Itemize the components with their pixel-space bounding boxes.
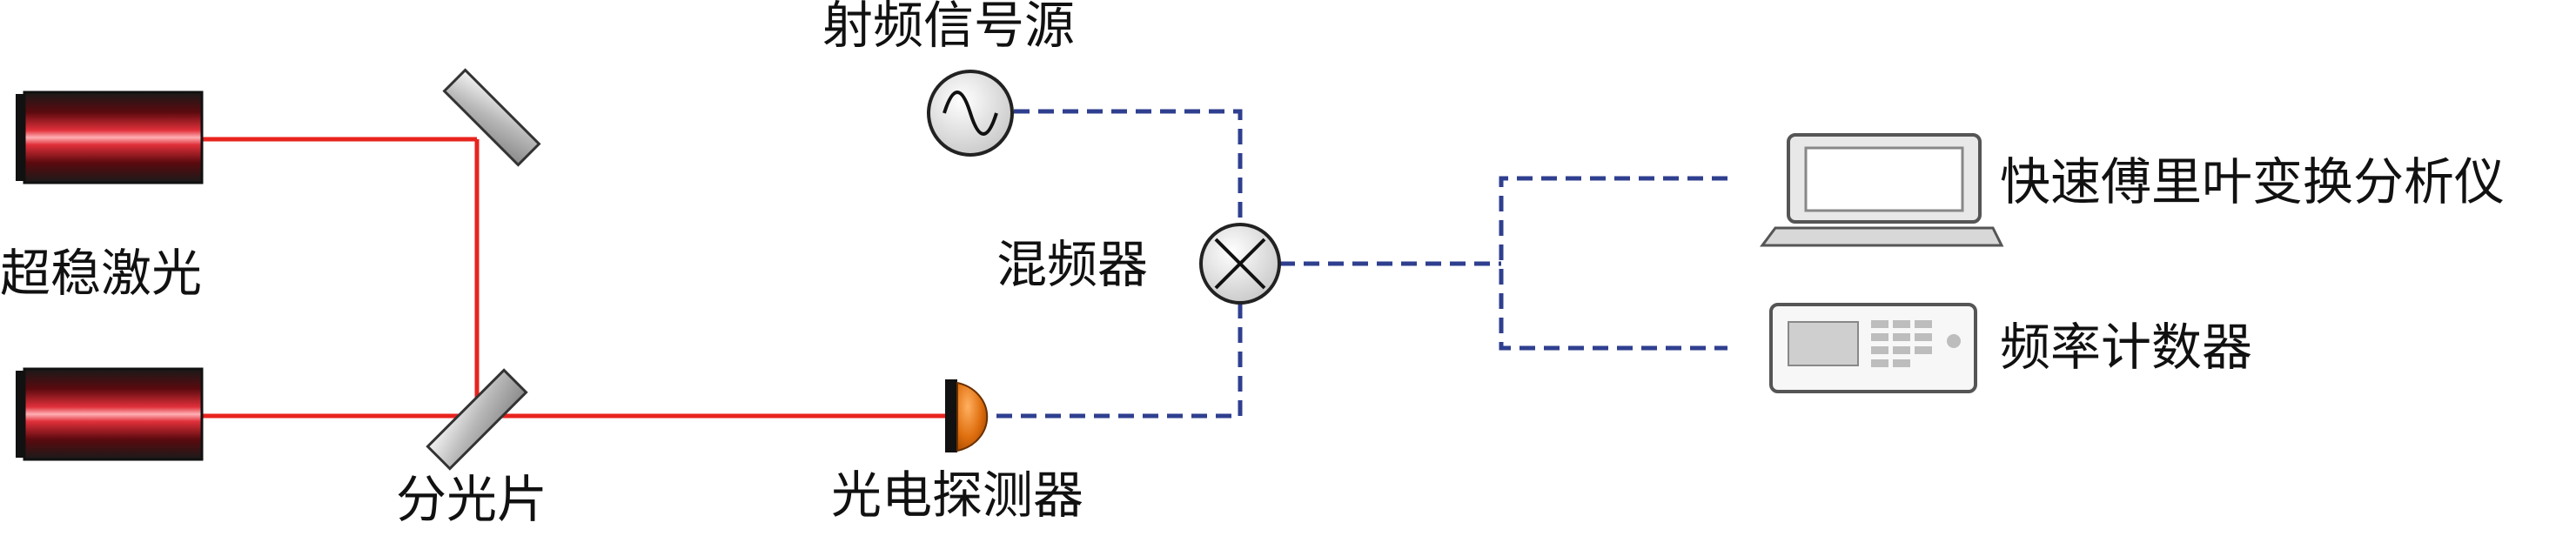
laser-lower [16,367,204,461]
beam-splitter [426,368,528,471]
mirror-upper [442,68,541,167]
rf-to-mixer-line [1014,109,1243,224]
rf-source-label: 射频信号源 [822,0,1076,55]
fft-analyzer-label: 快速傅里叶变换分析仪 [2000,152,2506,211]
beam-splitter-label: 分光片 [396,470,548,529]
branch-line [1499,176,1727,351]
laser-label: 超稳激光 [0,244,203,303]
photodetector [945,379,989,452]
frequency-counter-label: 频率计数器 [2000,318,2253,377]
signal-lines [996,109,1727,419]
mixer-label: 混频器 [996,235,1149,294]
counter-panel-icon [1769,303,1977,393]
sine-wave-icon [927,70,1014,157]
laser-upper [16,90,204,184]
photodetector-label: 光电探测器 [831,466,1084,525]
laptop-icon [1760,133,2004,247]
laser-beam-paths [202,137,949,419]
detector-to-mixer-line [996,303,1243,419]
cross-multiply-icon [1199,223,1281,305]
